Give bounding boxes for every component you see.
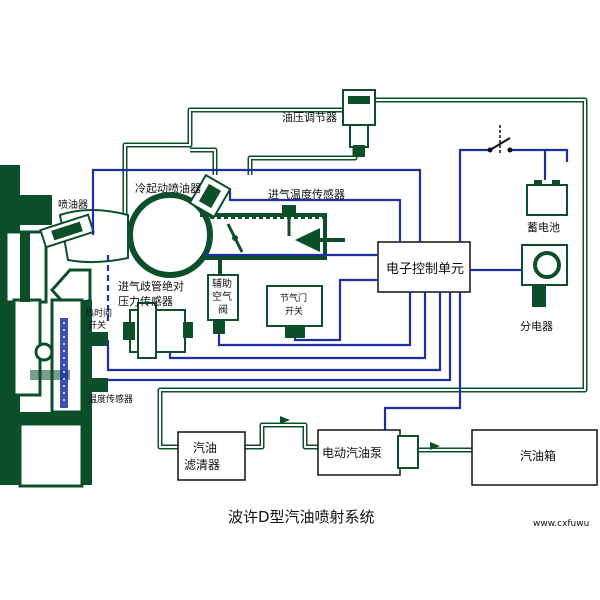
label-thermo-time-switch-2: 开关 xyxy=(88,319,106,331)
label-fuel-filter-2: 滤清器 xyxy=(184,458,220,472)
diagram-caption: 波许D型汽油喷射系统 xyxy=(228,508,375,526)
intake-temp-sensor-icon xyxy=(282,205,296,236)
injector-icon xyxy=(39,213,95,249)
label-throttle-switch-1: 节气门 xyxy=(280,292,307,304)
label-cold-start-injector: 冷起动喷油器 xyxy=(135,181,201,195)
label-thermo-time-switch-1: 热时间 xyxy=(85,307,112,319)
battery-icon xyxy=(526,180,568,216)
distributor-icon xyxy=(521,244,568,307)
label-injector: 喷油器 xyxy=(58,198,88,211)
label-fuel-pressure-regulator: 油压调节器 xyxy=(282,110,337,124)
label-manifold-pressure-sensor-1: 进气歧管绝对 xyxy=(118,279,184,293)
label-throttle-switch-2: 开关 xyxy=(285,305,303,317)
label-aux-air-valve-3: 阀 xyxy=(218,303,228,316)
manifold-pressure-sensor-icon xyxy=(123,302,193,359)
aux-air-valve-icon xyxy=(207,258,239,334)
label-battery: 蓄电池 xyxy=(527,221,560,234)
label-aux-air-valve-2: 空气 xyxy=(212,290,232,303)
electric-fuel-pump-icon xyxy=(317,429,419,476)
flow-arrow-icon xyxy=(430,442,440,450)
label-electric-fuel-pump: 电动汽油泵 xyxy=(322,445,382,460)
label-distributor: 分电器 xyxy=(520,320,553,333)
label-fuel-tank: 汽油箱 xyxy=(520,448,556,463)
relay-switch-icon xyxy=(487,125,513,155)
ecu-box xyxy=(377,241,471,293)
label-fuel-filter-1: 汽油 xyxy=(193,440,217,455)
temp-sensor-icon xyxy=(90,378,108,392)
label-aux-air-valve-1: 辅助 xyxy=(212,277,232,290)
fuel-filter-icon xyxy=(177,431,246,481)
label-manifold-pressure-sensor-2: 压力传感器 xyxy=(118,295,173,308)
watermark: www.cxfuwu xyxy=(533,519,589,529)
flow-arrow-icon xyxy=(280,416,290,424)
fuel-pressure-regulator-icon xyxy=(342,89,376,157)
airflow-arrow-icon xyxy=(295,228,320,252)
fuel-tank-box xyxy=(471,429,598,486)
label-intake-temp-sensor: 进气温度传感器 xyxy=(268,187,345,201)
cold-start-injector-icon xyxy=(188,173,232,219)
throttle-switch-icon xyxy=(266,285,323,338)
coolant-jacket xyxy=(60,318,68,408)
thermo-time-switch-icon xyxy=(90,332,108,346)
wiring xyxy=(91,148,569,430)
fuel-lines xyxy=(122,97,588,453)
label-temp-sensor: 温度传感器 xyxy=(88,393,133,405)
label-ecu: 电子控制单元 xyxy=(386,262,464,277)
